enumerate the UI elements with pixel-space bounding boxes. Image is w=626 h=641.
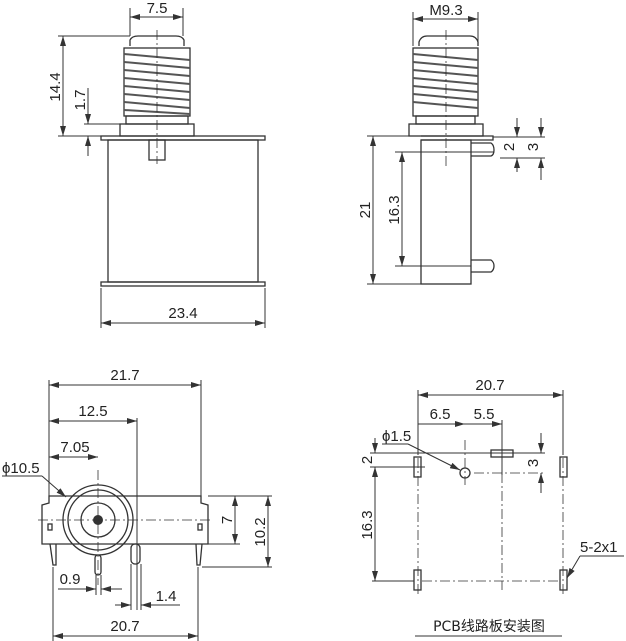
- dim-pcb-20-7: 20.7: [475, 377, 504, 394]
- dim-0-9: 0.9: [60, 571, 81, 588]
- dim-23-4: 23.4: [168, 305, 197, 322]
- side-view: M9.3 21 16.3 2 3: [357, 2, 545, 285]
- dim-5-5: 5.5: [474, 406, 495, 423]
- pcb-caption: PCB线路板安装图: [433, 619, 545, 635]
- dim-7-5: 7.5: [147, 0, 168, 17]
- dim-pcb-16-3: 16.3: [359, 510, 376, 539]
- dim-20-7: 20.7: [110, 618, 139, 635]
- dim-phi-10-5: ϕ10.5: [2, 460, 40, 477]
- dim-pcb-2: 2: [359, 456, 376, 464]
- pad-spec-label: 5-2x1: [580, 539, 618, 556]
- dim-7-05: 7.05: [60, 439, 89, 456]
- pcb-layout: 20.7 6.5 5.5 ϕ1.5 2 16.3 3 5-2x1 PCB线路板安…: [359, 377, 624, 637]
- dim-16-3: 16.3: [386, 195, 403, 224]
- dim-6-5: 6.5: [430, 406, 451, 423]
- bottom-view: 21.7 12.5 7.05 ϕ10.5 7 10.2 0.9 1.4 20.7: [2, 367, 272, 641]
- bottom-plate: [100, 281, 266, 287]
- dim-7: 7: [219, 516, 236, 524]
- dim-14-4: 14.4: [47, 72, 64, 101]
- dim-10-2: 10.2: [252, 517, 269, 546]
- dim-21: 21: [357, 202, 374, 219]
- dim-21-7: 21.7: [110, 367, 139, 384]
- dim-2: 2: [501, 143, 518, 151]
- pcb-hole: [459, 467, 471, 479]
- dim-m9-3: M9.3: [429, 2, 462, 19]
- pcb-pad: [413, 569, 422, 591]
- dim-1-4: 1.4: [156, 588, 177, 605]
- dim-pcb-3: 3: [525, 459, 542, 467]
- dim-12-5: 12.5: [78, 403, 107, 420]
- pcb-pad: [559, 456, 568, 478]
- dim-1-7: 1.7: [72, 90, 89, 111]
- front-view: 7.5 14.4 1.7 23.4: [47, 0, 266, 328]
- dim-phi-1-5: ϕ1.5: [382, 428, 411, 445]
- pcb-pad: [559, 569, 568, 591]
- shield-body: [107, 139, 259, 283]
- dim-3: 3: [525, 143, 542, 151]
